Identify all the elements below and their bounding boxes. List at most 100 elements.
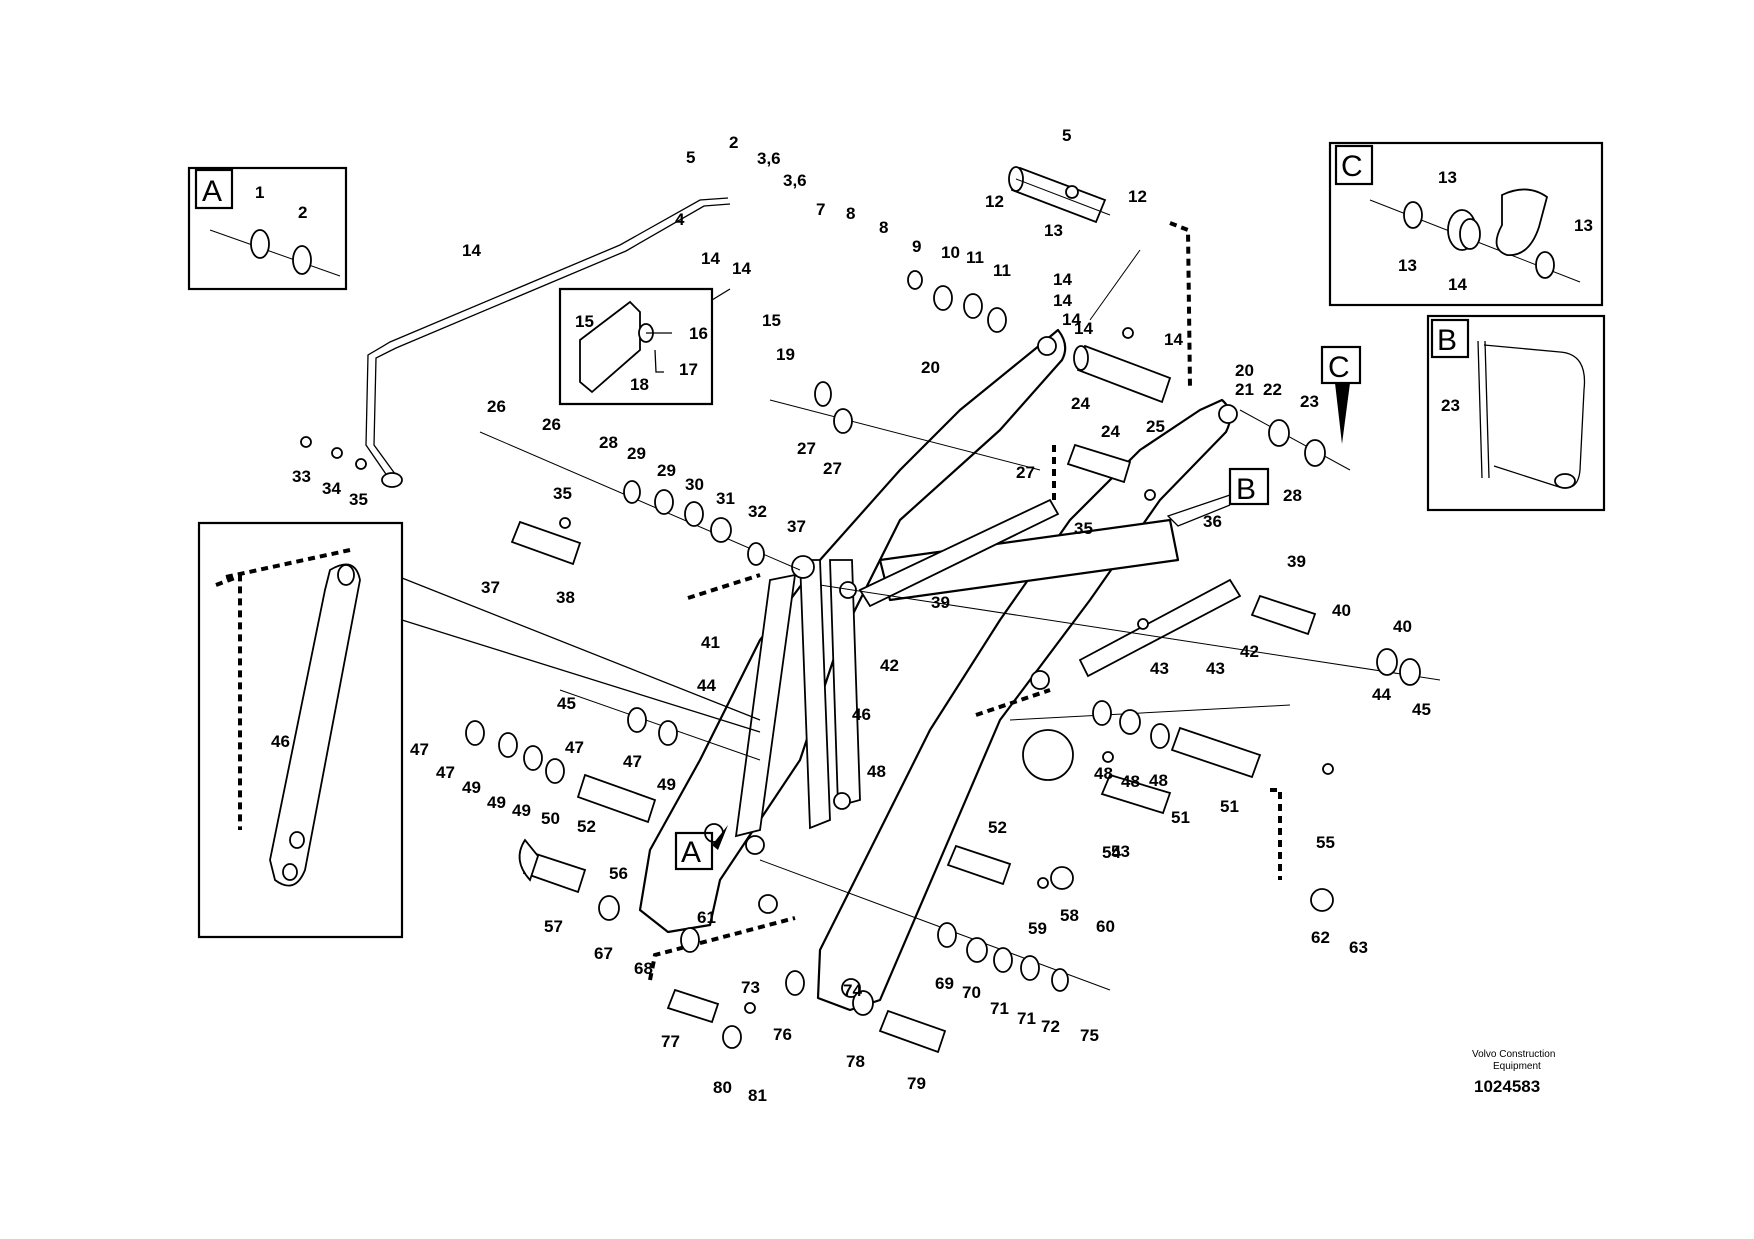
part-number-label: 5	[1062, 126, 1071, 145]
part-number-label: 12	[985, 192, 1004, 211]
part-number-label: 63	[1349, 938, 1368, 957]
part-number-label: 54	[1102, 843, 1121, 862]
part-number-label: 23	[1441, 396, 1460, 415]
part-number-label: 51	[1220, 797, 1239, 816]
part-number-label: 14	[1164, 330, 1183, 349]
part-number-label: 37	[481, 578, 500, 597]
detail-a-tag	[194, 168, 234, 210]
part-number-label: 50	[541, 809, 560, 828]
part-number-label: 11	[993, 261, 1011, 280]
part-number-label: 67	[594, 944, 613, 963]
detail-view-a: A	[187, 166, 348, 291]
part-number-label: 58	[1060, 906, 1079, 925]
part-number-label: 48	[1149, 771, 1168, 790]
detail-c-tag	[1334, 144, 1374, 186]
part-number-label: 59	[1028, 919, 1047, 938]
part-number-label: 60	[1096, 917, 1115, 936]
part-number-label: 27	[797, 439, 816, 458]
part-number-label: 8	[879, 218, 888, 237]
part-number-labels: 1 2 5 2 5 3,6 3,6 4 7 8 8 9 10 11 11 12 …	[255, 126, 1593, 1105]
part-number-label: 24	[1071, 394, 1090, 413]
part-number-label: 3,6	[783, 171, 807, 190]
part-number-label: 47	[565, 738, 584, 757]
part-number-label: 13	[1574, 216, 1593, 235]
callout-markers: A B C	[674, 345, 1362, 871]
part-number-label: 47	[410, 740, 429, 759]
part-number-label: 34	[322, 479, 341, 498]
part-number-label: 13	[1044, 221, 1063, 240]
part-number-label: 46	[852, 705, 871, 724]
part-number-label: 48	[1094, 764, 1113, 783]
part-number-label: 28	[599, 433, 618, 452]
part-number-label: 10	[941, 243, 960, 262]
part-number-label: 13	[1438, 168, 1457, 187]
part-number-label: 24	[1101, 422, 1120, 441]
part-number-label: 14	[1053, 291, 1072, 310]
part-number-label: 14	[1074, 319, 1093, 338]
part-number-label: 35	[349, 490, 368, 509]
part-number-label: 25	[1146, 417, 1165, 436]
pin-detail-view	[558, 287, 731, 406]
part-number-label: 30	[685, 475, 704, 494]
part-number-label: 32	[748, 502, 767, 521]
part-number-label: 35	[1074, 519, 1093, 538]
part-number-label: 14	[1062, 310, 1081, 329]
part-number-label: 79	[907, 1074, 926, 1093]
part-number-label: 69	[935, 974, 954, 993]
part-number-label: 71	[990, 999, 1009, 1018]
part-number-label: 14	[732, 259, 751, 278]
part-number-label: 48	[1121, 772, 1140, 791]
part-number-label: 29	[627, 444, 646, 463]
part-number-label: 39	[931, 593, 950, 612]
pins-and-shafts	[479, 166, 1441, 1054]
part-number-label: 36	[1203, 512, 1222, 531]
callout-c: C	[1328, 351, 1350, 384]
lubrication-tube-59	[365, 197, 731, 488]
part-number-label: 4	[675, 210, 685, 229]
part-number-label: 20	[921, 358, 940, 377]
part-number-label: 49	[462, 778, 481, 797]
part-number-label: 23	[1300, 392, 1319, 411]
part-number-label: 56	[609, 864, 628, 883]
part-number-label: 40	[1393, 617, 1412, 636]
part-number-label: 45	[557, 694, 576, 713]
detail-a-label: A	[202, 175, 222, 208]
link-detail-view	[197, 521, 761, 939]
part-number-label: 37	[787, 517, 806, 536]
part-number-label: 70	[962, 983, 981, 1002]
callout-b: B	[1236, 473, 1256, 506]
part-number-label: 8	[846, 204, 855, 223]
part-number-label: 26	[542, 415, 561, 434]
washers-and-rings	[300, 185, 1421, 1049]
part-number-label: 1	[255, 183, 264, 202]
part-number-label: 9	[912, 237, 921, 256]
part-number-label: 62	[1311, 928, 1330, 947]
part-number-label: 33	[292, 467, 311, 486]
part-number-label: 49	[657, 775, 676, 794]
part-number-label: 52	[577, 817, 596, 836]
part-number-label: 74	[843, 981, 862, 1000]
part-number-label: 31	[716, 489, 735, 508]
part-number-label: 44	[1372, 685, 1391, 704]
part-number-label: 12	[1128, 187, 1147, 206]
part-number-label: 47	[436, 763, 455, 782]
part-number-label: 43	[1206, 659, 1225, 678]
part-number-label: 41	[701, 633, 720, 652]
part-number-label: 75	[1080, 1026, 1099, 1045]
part-number-label: 27	[1016, 463, 1035, 482]
detail-b-tag	[1430, 318, 1470, 359]
part-number-label: 15	[575, 312, 594, 331]
part-number-label: 27	[823, 459, 842, 478]
part-number-label: 51	[1171, 808, 1190, 827]
part-number-label: 80	[713, 1078, 732, 1097]
part-number-label: 14	[701, 249, 720, 268]
part-number-label: 40	[1332, 601, 1351, 620]
part-number-label: 43	[1150, 659, 1169, 678]
part-number-label: 49	[512, 801, 531, 820]
part-number-label: 38	[556, 588, 575, 607]
part-number-label: 20	[1235, 361, 1254, 380]
part-number-label: 47	[623, 752, 642, 771]
part-number-label: 29	[657, 461, 676, 480]
part-number-label: 55	[1316, 833, 1335, 852]
